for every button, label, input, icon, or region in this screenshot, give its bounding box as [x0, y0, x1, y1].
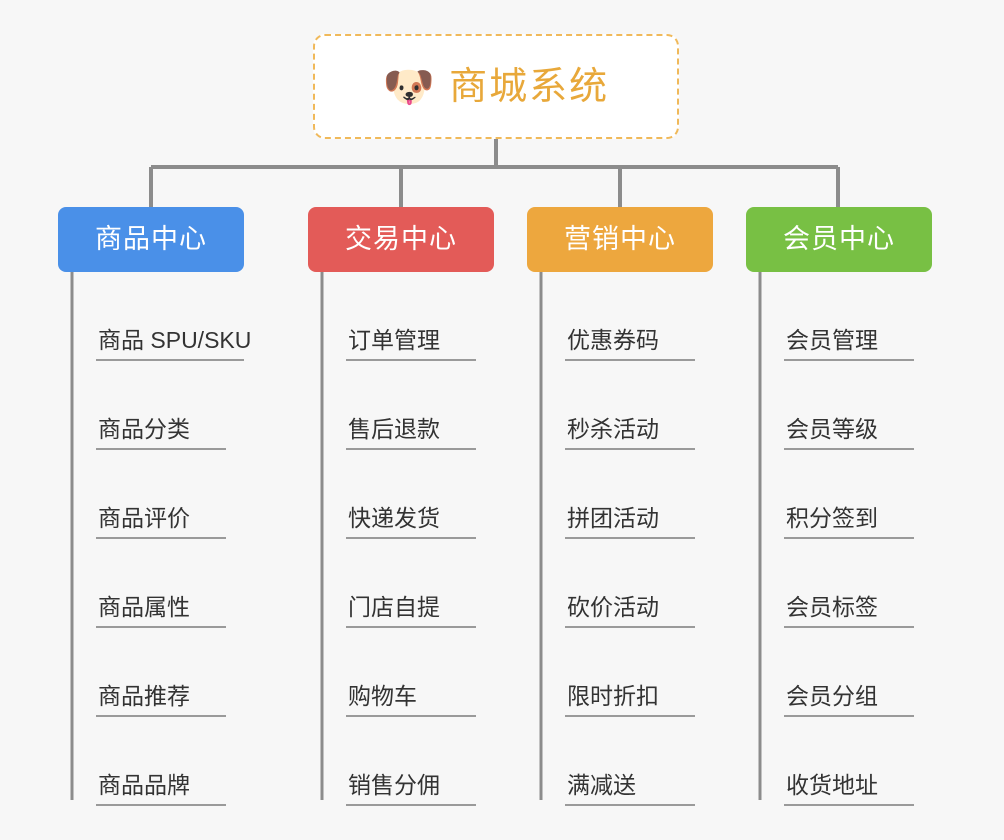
list-item[interactable]: 订单管理: [322, 272, 494, 361]
list-item[interactable]: 销售分佣: [322, 717, 494, 806]
branch-trade-center: 交易中心 订单管理 售后退款 快递发货 门店自提 购物车 销售分佣: [308, 207, 494, 806]
list-item[interactable]: 秒杀活动: [541, 361, 713, 450]
list-item[interactable]: 会员管理: [760, 272, 932, 361]
list-item[interactable]: 收货地址: [760, 717, 932, 806]
category-label: 会员中心: [783, 224, 895, 254]
list-item[interactable]: 会员标签: [760, 539, 932, 628]
list-item[interactable]: 售后退款: [322, 361, 494, 450]
list-item[interactable]: 拼团活动: [541, 450, 713, 539]
leaf-label: 拼团活动: [565, 505, 695, 539]
leaf-label: 商品推荐: [96, 683, 226, 717]
branch-marketing-center: 营销中心 优惠券码 秒杀活动 拼团活动 砍价活动 限时折扣 满减送: [527, 207, 713, 806]
list-item[interactable]: 会员分组: [760, 628, 932, 717]
leaf-label: 会员等级: [784, 416, 914, 450]
category-label: 商品中心: [95, 224, 207, 254]
list-item[interactable]: 商品评价: [72, 450, 244, 539]
list-item[interactable]: 购物车: [322, 628, 494, 717]
list-item[interactable]: 快递发货: [322, 450, 494, 539]
list-item[interactable]: 优惠券码: [541, 272, 713, 361]
list-item[interactable]: 会员等级: [760, 361, 932, 450]
leaf-label: 商品分类: [96, 416, 226, 450]
shiba-dog-face-icon: 🐶: [382, 62, 436, 110]
leaf-label: 会员分组: [784, 683, 914, 717]
category-header-product-center[interactable]: 商品中心: [58, 207, 244, 272]
branch-member-center: 会员中心 会员管理 会员等级 积分签到 会员标签 会员分组 收货地址: [746, 207, 932, 806]
leaf-label: 售后退款: [346, 416, 476, 450]
leaf-label: 销售分佣: [346, 772, 476, 806]
leaf-list-marketing-center: 优惠券码 秒杀活动 拼团活动 砍价活动 限时折扣 满减送: [527, 272, 713, 806]
list-item[interactable]: 商品品牌: [72, 717, 244, 806]
leaf-label: 会员标签: [784, 594, 914, 628]
leaf-list-member-center: 会员管理 会员等级 积分签到 会员标签 会员分组 收货地址: [746, 272, 932, 806]
leaf-label: 门店自提: [346, 594, 476, 628]
list-item[interactable]: 砍价活动: [541, 539, 713, 628]
leaf-label: 商品属性: [96, 594, 226, 628]
leaf-label: 积分签到: [784, 505, 914, 539]
leaf-label: 商品评价: [96, 505, 226, 539]
category-label: 交易中心: [345, 224, 457, 254]
leaf-label: 商品 SPU/SKU: [96, 327, 251, 361]
category-label: 营销中心: [564, 224, 676, 254]
leaf-label: 秒杀活动: [565, 416, 695, 450]
list-item[interactable]: 商品 SPU/SKU: [72, 272, 251, 361]
list-item[interactable]: 限时折扣: [541, 628, 713, 717]
branch-product-center: 商品中心 商品 SPU/SKU 商品分类 商品评价 商品属性 商品推荐 商品品牌: [58, 207, 251, 806]
category-header-member-center[interactable]: 会员中心: [746, 207, 932, 272]
leaf-label: 优惠券码: [565, 327, 695, 361]
list-item[interactable]: 门店自提: [322, 539, 494, 628]
list-item[interactable]: 满减送: [541, 717, 713, 806]
leaf-list-trade-center: 订单管理 售后退款 快递发货 门店自提 购物车 销售分佣: [308, 272, 494, 806]
list-item[interactable]: 商品推荐: [72, 628, 244, 717]
root-node[interactable]: 🐶 商城系统: [313, 34, 679, 139]
leaf-label: 满减送: [565, 772, 695, 806]
leaf-label: 购物车: [346, 683, 476, 717]
list-item[interactable]: 积分签到: [760, 450, 932, 539]
leaf-label: 订单管理: [346, 327, 476, 361]
leaf-label: 商品品牌: [96, 772, 226, 806]
list-item[interactable]: 商品属性: [72, 539, 244, 628]
leaf-label: 快递发货: [346, 505, 476, 539]
category-header-trade-center[interactable]: 交易中心: [308, 207, 494, 272]
leaf-label: 会员管理: [784, 327, 914, 361]
list-item[interactable]: 商品分类: [72, 361, 244, 450]
root-title: 商城系统: [449, 65, 610, 108]
leaf-label: 限时折扣: [565, 683, 695, 717]
category-header-marketing-center[interactable]: 营销中心: [527, 207, 713, 272]
leaf-label: 收货地址: [784, 772, 914, 806]
leaf-label: 砍价活动: [565, 594, 695, 628]
leaf-list-product-center: 商品 SPU/SKU 商品分类 商品评价 商品属性 商品推荐 商品品牌: [58, 272, 251, 806]
